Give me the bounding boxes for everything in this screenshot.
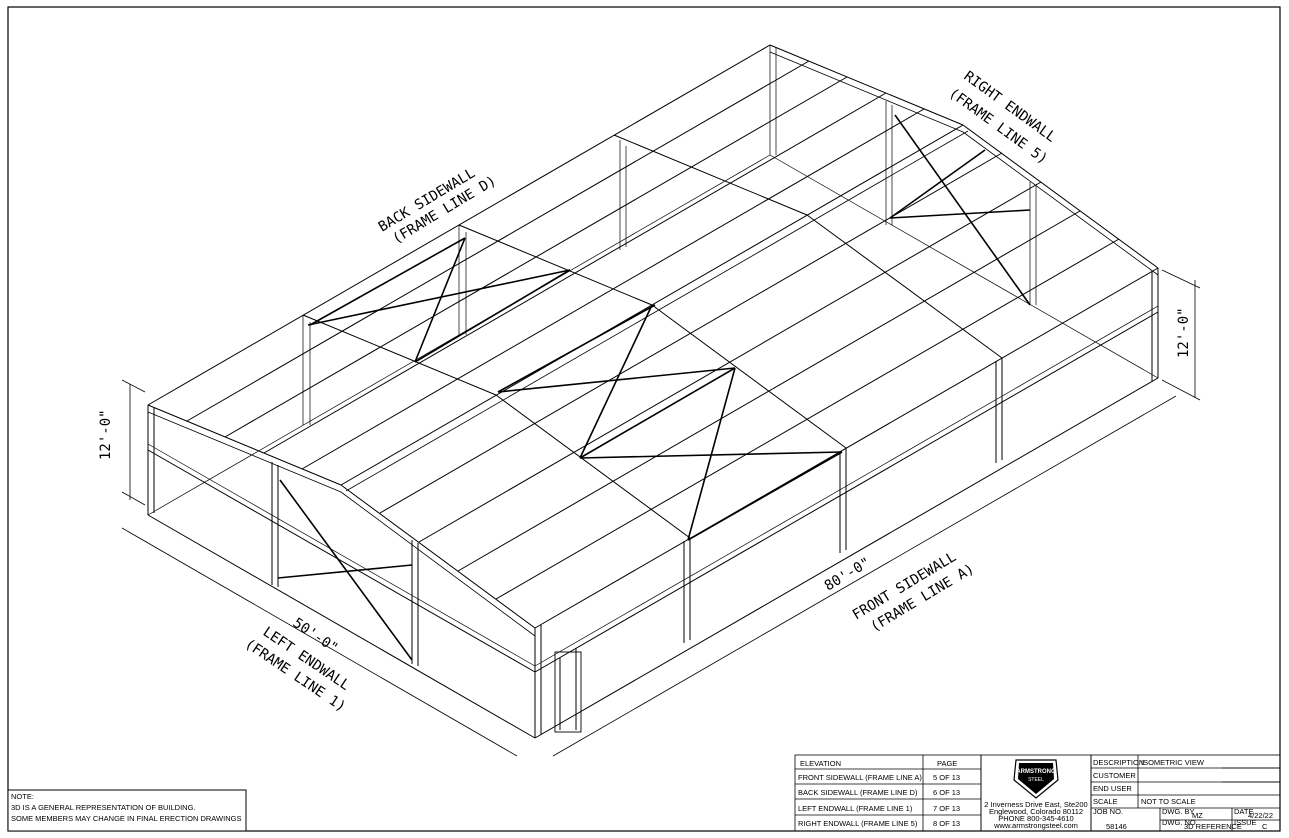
issue-value: C	[1262, 822, 1268, 831]
company-website: www.armstrongsteel.com	[993, 821, 1078, 830]
armstrong-steel-logo: ARMSTRONG STEEL	[1013, 759, 1059, 799]
elevation-row-3: LEFT ENDWALL (FRAME LINE 1)	[798, 804, 913, 813]
end-user-label: END USER	[1093, 784, 1132, 793]
company-address-2: Englewood, Colorado 80112	[989, 807, 1083, 816]
x-bracing	[277, 114, 1031, 661]
description-value: ISOMETRIC VIEW	[1141, 758, 1205, 767]
note-line-1: 3D IS A GENERAL REPRESENTATION OF BUILDI…	[11, 803, 196, 812]
page-row-2: 6 OF 13	[933, 788, 960, 797]
page-row-4: 8 OF 13	[933, 819, 960, 828]
issue-label: ISSUE	[1234, 818, 1257, 827]
date-label: DATE	[1234, 807, 1253, 816]
description-label: DESCRIPTION	[1093, 758, 1144, 767]
job-no-value: 58146	[1106, 822, 1127, 831]
dimension-lines	[121, 269, 1201, 757]
scale-label: SCALE	[1093, 797, 1118, 806]
date-value: 4/22/22	[1248, 811, 1273, 820]
page-row-1: 5 OF 13	[933, 773, 960, 782]
height-dimension-right: 12'-0"	[1176, 307, 1192, 358]
elevation-row-1: FRONT SIDEWALL (FRAME LINE A)	[798, 773, 922, 782]
elevation-row-2: BACK SIDEWALL (FRAME LINE D)	[798, 788, 918, 797]
page-header: PAGE	[937, 759, 957, 768]
elevation-header: ELEVATION	[800, 759, 841, 768]
company-address-1: 2 Inverness Drive East, Ste200	[984, 800, 1087, 809]
left-rafter-back	[147, 404, 342, 486]
elevation-row-4: RIGHT ENDWALL (FRAME LINE 5)	[798, 819, 918, 828]
height-dimension-left: 12'-0"	[98, 409, 114, 460]
scale-value: NOT TO SCALE	[1141, 797, 1196, 806]
note-box: NOTE: 3D IS A GENERAL REPRESENTATION OF …	[7, 789, 247, 832]
note-line-2: SOME MEMBERS MAY CHANGE IN FINAL ERECTIO…	[11, 814, 241, 823]
drawn-by-label: DWG. BY	[1162, 807, 1195, 816]
left-rafter-front	[340, 484, 536, 629]
company-phone: PHONE 800-345-4610	[998, 814, 1073, 823]
sheet-border	[7, 6, 1281, 832]
title-block	[1090, 754, 1281, 832]
note-heading: NOTE:	[11, 792, 34, 801]
svg-text:STEEL: STEEL	[1028, 777, 1044, 783]
job-no-label: JOB NO.	[1093, 807, 1123, 816]
dwg-no-label: DWG. NO.	[1162, 818, 1198, 827]
page-row-3: 7 OF 13	[933, 804, 960, 813]
svg-text:ARMSTRONG: ARMSTRONG	[1016, 769, 1056, 775]
dwg-no-value: 3D REFERENCE	[1184, 822, 1242, 831]
length-dimension: 80'-0"	[822, 555, 874, 595]
customer-label: CUSTOMER	[1093, 771, 1136, 780]
drawn-by-value: MZ	[1192, 811, 1203, 820]
